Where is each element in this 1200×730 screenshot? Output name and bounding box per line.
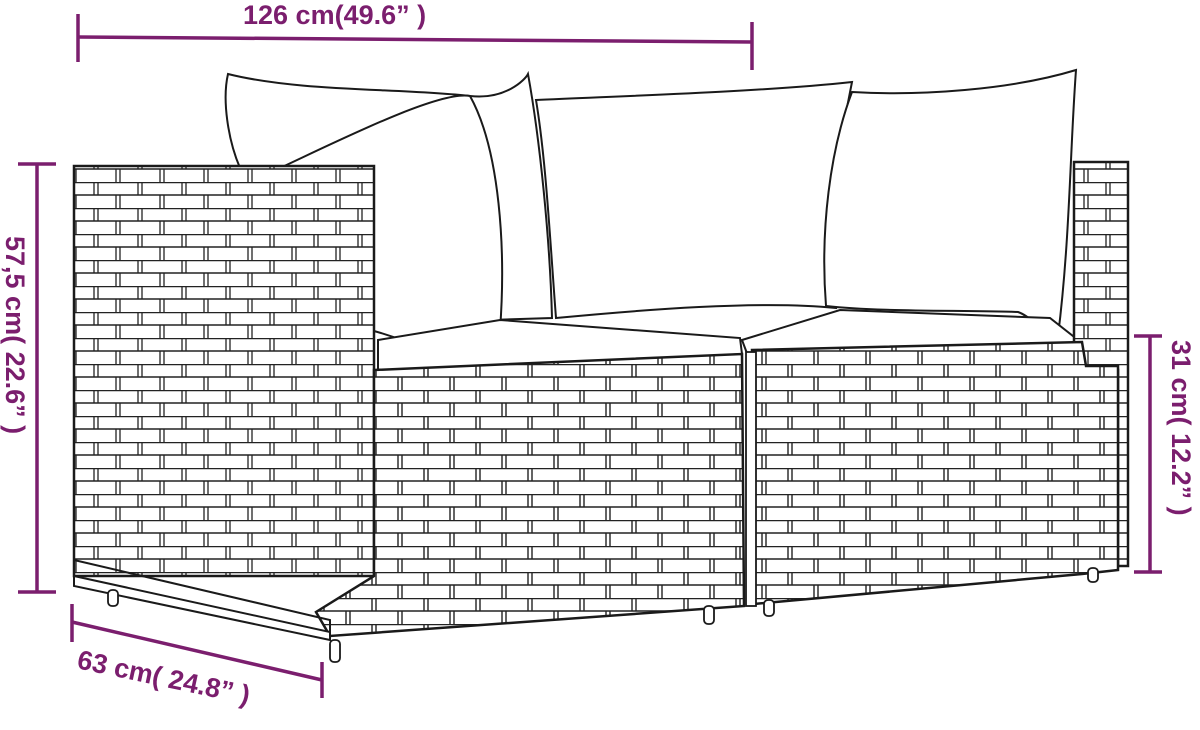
leg [763, 599, 775, 617]
right-base-front [750, 340, 1120, 606]
leg [703, 605, 715, 625]
leg [1087, 567, 1099, 583]
dimension-width [76, 14, 754, 70]
dimension-seat-height-label: 31 cm( 12.2” ) [1166, 340, 1196, 516]
leg [329, 639, 341, 663]
dimension-seat-height [1134, 334, 1162, 574]
left-base-front [314, 352, 746, 638]
leg [107, 589, 119, 607]
dimension-width-label: 126 cm(49.6” ) [243, 0, 426, 30]
dimension-depth [70, 604, 324, 698]
left-sofa-section [72, 164, 746, 663]
back-cushion-middle [534, 80, 854, 320]
back-cushion-right [823, 68, 1078, 338]
dimension-height-label: 57,5 cm( 22.6” ) [0, 236, 30, 434]
dimension-depth-label: 63 cm( 24.8” ) [75, 645, 253, 711]
dimension-height [18, 162, 56, 594]
left-armrest [72, 164, 376, 578]
right-sofa-section [745, 160, 1130, 617]
